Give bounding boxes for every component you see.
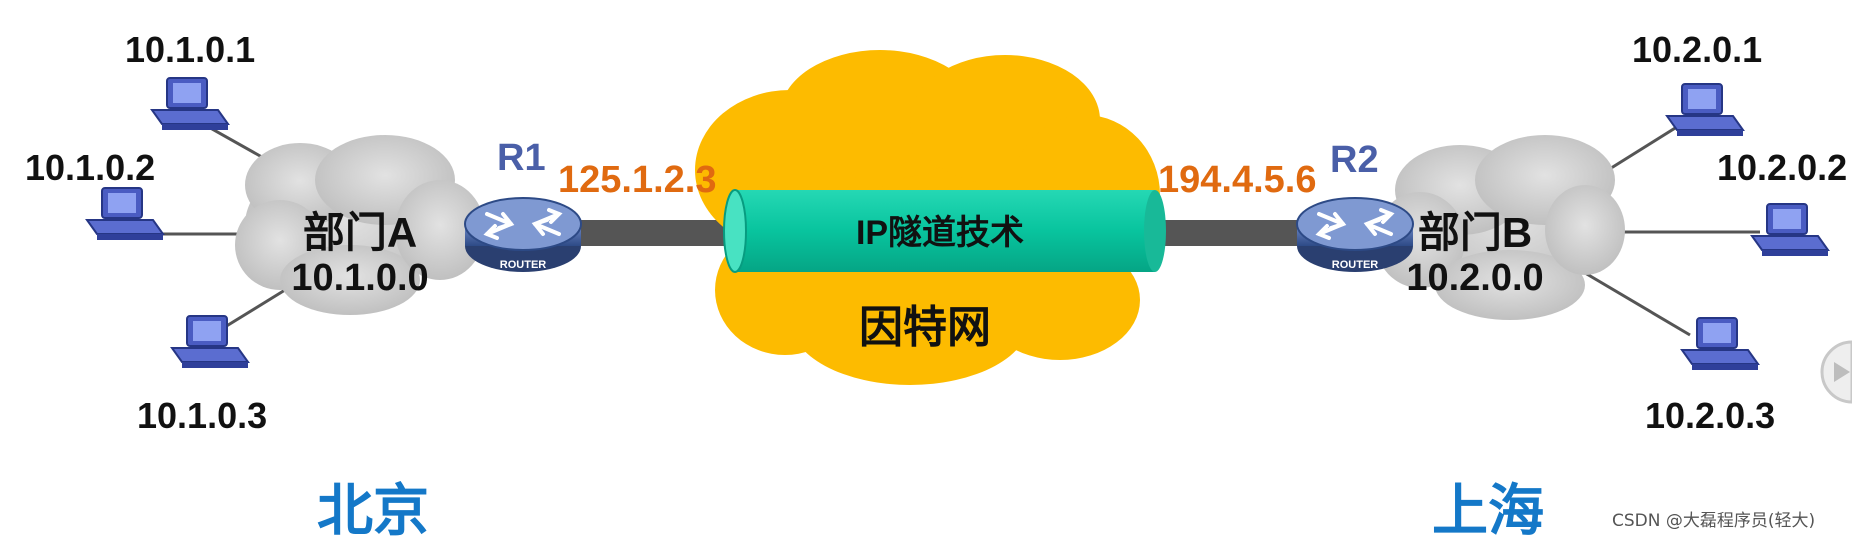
computer-icon bbox=[86, 187, 164, 241]
lan-name-left: 部门A bbox=[303, 209, 417, 256]
play-icon[interactable] bbox=[1820, 340, 1852, 404]
computer-icon bbox=[1666, 83, 1744, 137]
host-ip-label: 10.2.0.1 bbox=[1632, 29, 1762, 70]
host-ip-label: 10.1.0.3 bbox=[137, 395, 267, 436]
router-icon: ROUTER bbox=[464, 197, 582, 272]
wan-link-left bbox=[570, 220, 740, 246]
computer-icon bbox=[1681, 317, 1759, 371]
lan-network-right: 10.2.0.0 bbox=[1406, 257, 1543, 299]
computer-icon bbox=[151, 77, 229, 131]
watermark: CSDN @大磊程序员(轻大) bbox=[1612, 511, 1815, 531]
host-ip-label: 10.2.0.2 bbox=[1717, 147, 1847, 188]
lan-cloud-left bbox=[235, 135, 485, 315]
router-badge-left: ROUTER bbox=[500, 259, 547, 271]
city-label-right: 上海 bbox=[1432, 479, 1544, 541]
router-icon: ROUTER bbox=[1296, 197, 1414, 272]
computer-icon bbox=[171, 315, 249, 369]
host-ip-label: 10.2.0.3 bbox=[1645, 395, 1775, 436]
internet-cloud bbox=[695, 50, 1160, 385]
computer-icon bbox=[1751, 203, 1829, 257]
city-label-left: 北京 bbox=[317, 479, 429, 541]
public-ip-left: 125.1.2.3 bbox=[558, 159, 716, 201]
lan-network-left: 10.1.0.0 bbox=[291, 257, 428, 299]
public-ip-right: 194.4.5.6 bbox=[1158, 159, 1316, 201]
lan-cloud-right bbox=[1375, 135, 1625, 320]
tunnel-label: IP隧道技术 bbox=[856, 214, 1024, 252]
router-name-right: R2 bbox=[1330, 139, 1379, 181]
internet-label: 因特网 bbox=[859, 303, 991, 352]
lan-name-right: 部门B bbox=[1418, 209, 1532, 256]
host-links-right bbox=[1579, 123, 1760, 337]
host-ip-label: 10.1.0.1 bbox=[125, 29, 255, 70]
router-name-left: R1 bbox=[497, 137, 546, 179]
host-ip-label: 10.1.0.2 bbox=[25, 147, 155, 188]
router-badge-right: ROUTER bbox=[1332, 259, 1379, 271]
ip-tunnel bbox=[723, 189, 1166, 273]
